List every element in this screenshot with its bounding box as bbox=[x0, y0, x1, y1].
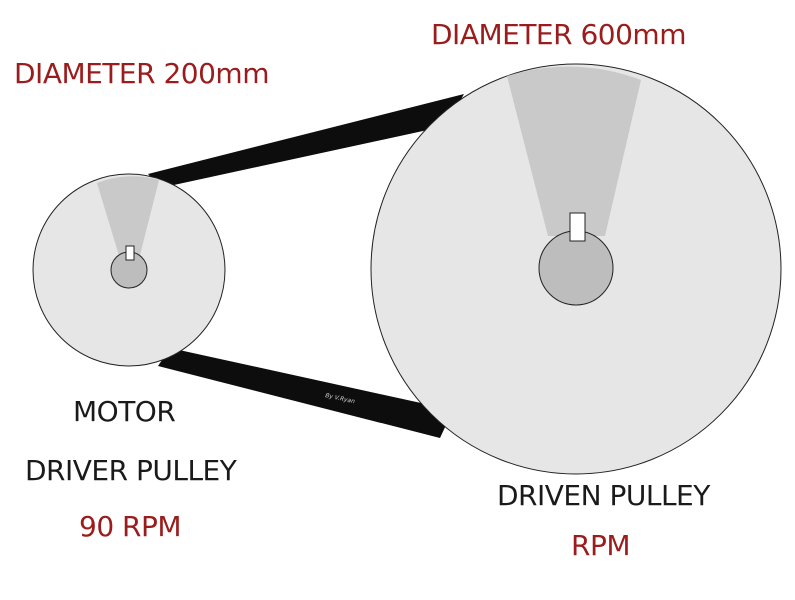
driver-pulley bbox=[32, 173, 226, 367]
driver-rpm-label: 90 RPM bbox=[79, 510, 182, 543]
belt-upper-run bbox=[148, 94, 464, 188]
driven-pulley bbox=[370, 63, 782, 475]
driven-rpm-label: RPM bbox=[571, 529, 631, 562]
driven-pulley-keyway bbox=[569, 212, 586, 242]
driver-pulley-sector bbox=[97, 176, 159, 259]
belt-lower-run bbox=[158, 348, 453, 438]
motor-label: MOTOR bbox=[73, 395, 176, 428]
driven-diameter-label: DIAMETER 600mm bbox=[431, 18, 686, 51]
driven-pulley-sector bbox=[507, 66, 641, 236]
driven-pulley-hub bbox=[538, 230, 614, 306]
driven-pulley-label: DRIVEN PULLEY bbox=[497, 479, 710, 512]
driver-diameter-label: DIAMETER 200mm bbox=[14, 57, 269, 90]
driver-pulley-label: DRIVER PULLEY bbox=[25, 454, 237, 487]
driver-pulley-keyway bbox=[125, 245, 135, 261]
